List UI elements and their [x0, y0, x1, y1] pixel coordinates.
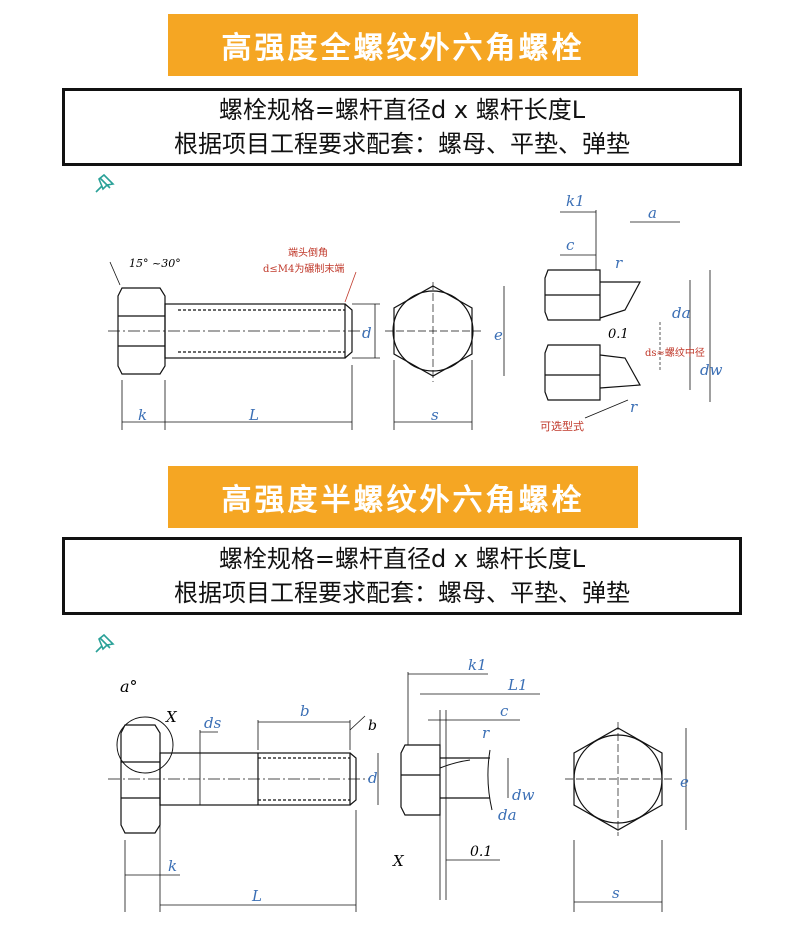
section1-drawing: 15° ~30° 端头倒角 d≤M4为碾制末端 k L d e s k1 a c…	[108, 192, 723, 433]
pin-icon	[95, 173, 115, 193]
section2-spec-box: 螺栓规格=螺杆直径d x 螺杆长度L 根据项目工程要求配套：螺母、平垫、弹垫	[62, 537, 742, 615]
label-L: L	[248, 406, 259, 424]
label-ds: ds	[204, 714, 222, 732]
section1-spec-line1: 螺栓规格=螺杆直径d x 螺杆长度L	[218, 96, 586, 124]
label-b-small: b	[368, 718, 377, 734]
label-k: k	[168, 857, 177, 875]
label-d: d	[368, 769, 378, 787]
label-dw: dw	[512, 786, 535, 804]
label-0-1: 0.1	[470, 844, 492, 860]
label-alpha: a°	[120, 677, 138, 696]
label-b: b	[300, 702, 310, 720]
section2-title: 高强度半螺纹外六角螺栓	[221, 483, 585, 518]
label-r: r	[482, 724, 490, 742]
label-x-left: X	[165, 708, 178, 726]
section1-title-banner: 高强度全螺纹外六角螺栓	[168, 14, 638, 76]
label-s: s	[431, 406, 439, 424]
label-dw: dw	[700, 361, 723, 379]
label-chamfer-note-1: 端头倒角	[288, 246, 328, 259]
label-k1: k1	[468, 656, 487, 674]
section2-spec-line1: 螺栓规格=螺杆直径d x 螺杆长度L	[218, 545, 586, 573]
label-da: da	[672, 304, 691, 322]
label-da: da	[498, 806, 517, 824]
label-x-detail: X	[392, 852, 405, 870]
label-angle: 15° ~30°	[129, 257, 181, 270]
section2-spec-line2: 根据项目工程要求配套：螺母、平垫、弹垫	[174, 579, 630, 607]
label-L: L	[251, 887, 262, 905]
label-L1: L1	[507, 676, 528, 694]
label-e: e	[680, 773, 689, 791]
label-chamfer-note-2: d≤M4为碾制末端	[263, 262, 344, 275]
section1-title: 高强度全螺纹外六角螺栓	[221, 31, 585, 66]
label-d: d	[362, 324, 372, 342]
label-0-1: 0.1	[608, 327, 629, 342]
label-a: a	[648, 204, 657, 222]
label-r-bottom: r	[630, 398, 638, 416]
label-e: e	[494, 326, 503, 344]
section2-drawing: a° X ds b b d k L k1 L1 c r dw da X 0.1 …	[108, 656, 689, 912]
label-k: k	[138, 406, 147, 424]
section1-spec-line2: 根据项目工程要求配套：螺母、平垫、弹垫	[174, 130, 630, 158]
pin-icon	[95, 633, 115, 653]
label-c: c	[566, 236, 575, 254]
label-ds-note: ds≈螺纹中径	[645, 346, 705, 359]
section2-title-banner: 高强度半螺纹外六角螺栓	[168, 466, 638, 528]
label-k1: k1	[566, 192, 585, 210]
label-s: s	[612, 884, 620, 902]
label-r-top: r	[615, 254, 623, 272]
label-optional-type: 可选型式	[540, 419, 584, 433]
section1-spec-box: 螺栓规格=螺杆直径d x 螺杆长度L 根据项目工程要求配套：螺母、平垫、弹垫	[62, 88, 742, 166]
label-c: c	[500, 702, 509, 720]
